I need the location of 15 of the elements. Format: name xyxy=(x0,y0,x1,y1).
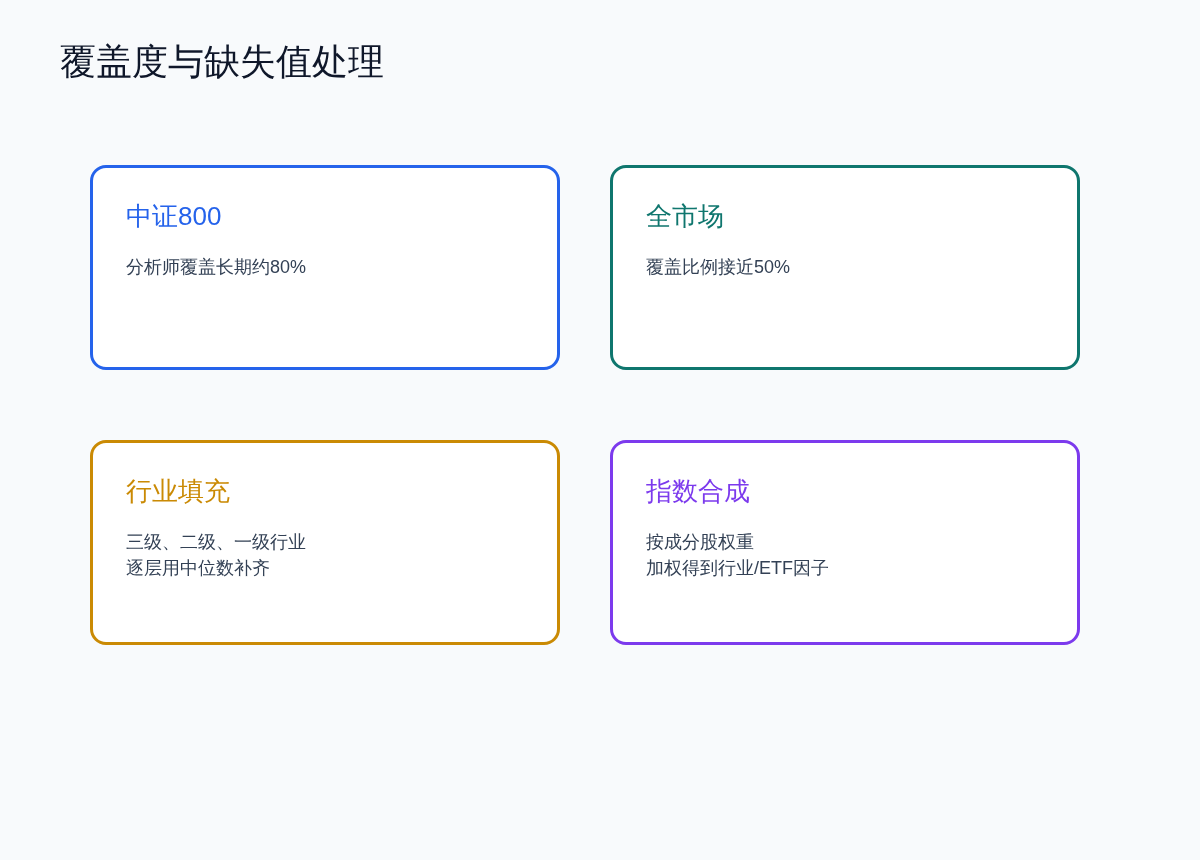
card-text: 覆盖比例接近50% xyxy=(646,256,791,279)
info-card xyxy=(90,440,560,645)
info-card xyxy=(610,165,1080,370)
card-text: 逐层用中位数补齐 xyxy=(126,557,270,580)
page-title: 覆盖度与缺失值处理 xyxy=(60,40,384,84)
card-text: 三级、二级、一级行业 xyxy=(126,531,306,554)
card-text: 按成分股权重 xyxy=(646,531,754,554)
card-text: 加权得到行业/ETF因子 xyxy=(646,557,829,580)
card-heading: 行业填充 xyxy=(126,475,230,508)
card-text: 分析师覆盖长期约80% xyxy=(126,256,307,279)
card-heading: 全市场 xyxy=(646,200,724,233)
info-card xyxy=(610,440,1080,645)
info-card xyxy=(90,165,560,370)
card-heading: 指数合成 xyxy=(646,475,750,508)
card-heading: 中证800 xyxy=(126,200,222,233)
